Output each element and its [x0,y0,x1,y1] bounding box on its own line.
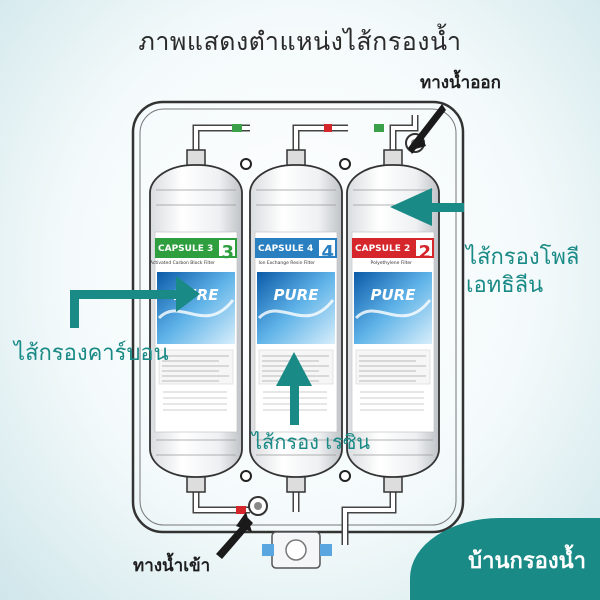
brand-name: บ้านกรองน้ำ [468,549,586,574]
outlet-label: ทางน้ำออก [420,73,501,93]
mount-clip-top-right [339,158,351,170]
arrow-carbon [70,276,200,328]
polyethylene-label: ไส้กรองโพลี เอทธิลีน [466,244,579,299]
polyethylene-label-line1: ไส้กรองโพลี [466,245,580,270]
page-title: ภาพแสดงตำแหน่งไส้กรองน้ำ [138,27,462,56]
inlet-valve [262,531,332,569]
capsule-number: 4 [321,242,334,263]
capsule-subtitle: Activated Carbon Block Filter [150,260,215,266]
capsule-artwork [257,272,335,344]
mount-clip-top-left [240,158,252,170]
housing-frame-inner [139,108,457,526]
capsule-header [255,238,337,258]
pipe-band-green-2 [374,124,384,132]
capsule-header [155,238,237,258]
capsule-name: CAPSULE 2 [355,244,410,254]
brand-badge: บ้านกรองน้ำ [410,518,600,600]
capsule-artwork [157,272,235,344]
mount-clip-bottom-left [240,470,252,482]
capsule-header [352,238,434,258]
pure-logo: PURE [274,286,320,304]
carbon-label: ไส้กรองคาร์บอน [14,341,169,366]
mount-clip-bottom-right [339,470,351,482]
capsule-subtitle: Polyethylene Filter [371,260,413,266]
capsule-name: CAPSULE 3 [158,244,213,254]
inlet-label: ทางน้ำเข้า [133,556,211,576]
arrow-resin [276,352,312,425]
pipe-band-red-top [324,124,332,132]
capsule-number: 3 [221,242,234,263]
capsule-name: CAPSULE 4 [258,244,313,254]
capsule-number: 2 [418,242,431,263]
pipe-band-red-bottom [236,506,246,514]
arrow-outlet [408,104,446,154]
pure-logo: PURE [371,286,417,304]
resin-label: ไส้กรอง เรซิน [252,430,371,454]
polyethylene-label-line2: เอทธิลีน [466,272,544,298]
capsule-subtitle: Ion Exchange Resin Filter [259,260,316,266]
capsule-artwork [354,272,432,344]
arrow-inlet [216,512,253,559]
arrow-polyethylene [390,188,464,226]
pipe-band-green [232,124,242,132]
